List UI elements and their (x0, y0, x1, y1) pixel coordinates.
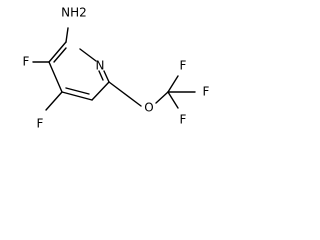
atom-label-f-lower: F (37, 117, 44, 131)
bond-c5-c6 (91, 81, 110, 101)
bond-c6-n (103, 70, 110, 83)
atom-label-cf3-f-top: F (180, 59, 187, 73)
bond-c4-c5 (61, 91, 93, 101)
bond-n-c2 (79, 48, 97, 62)
atom-label-o: O (144, 101, 153, 115)
bond-c2-nh2 (65, 27, 69, 43)
structure-canvas: NH2 N F F O F F F (0, 0, 222, 138)
bond-c6-o (108, 81, 142, 107)
bond-c-f-top (167, 75, 179, 93)
bond-c3-c4 (48, 61, 63, 93)
bond-c4-f (45, 91, 63, 111)
bond-c2-c3-double (53, 47, 67, 63)
atom-label-nh2: NH2 (61, 6, 87, 20)
atom-label-cf3-f-right: F (203, 85, 210, 99)
atom-label-f-upper: F (23, 55, 30, 69)
bond-c-f-bottom (167, 91, 179, 109)
bond-c2-c3 (48, 41, 67, 63)
bond-c6-n-double (98, 70, 104, 81)
molecule-diagram: NH2 N F F O F F F (23, 6, 210, 131)
bond-o-c (155, 91, 169, 104)
atom-label-cf3-f-bottom: F (180, 113, 187, 127)
bond-c4-c5-double (65, 87, 90, 95)
atom-label-ring-n: N (96, 59, 105, 73)
